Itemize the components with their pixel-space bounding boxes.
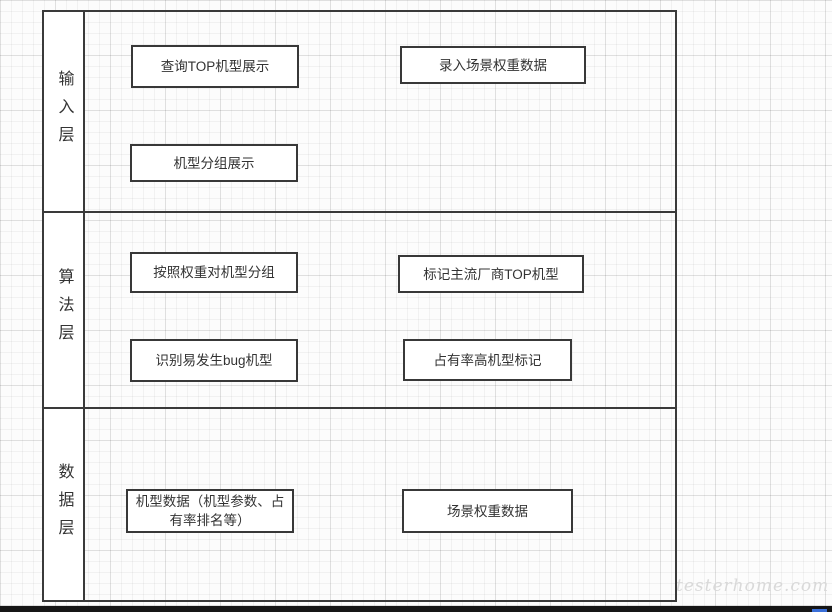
node-mark-high-share-models: 占有率高机型标记 [403,339,572,381]
lane-algorithm-header: 算法层 [44,213,85,407]
node-query-top-models: 查询TOP机型展示 [131,45,299,88]
lane-algorithm-body: 按照权重对机型分组 标记主流厂商TOP机型 识别易发生bug机型 占有率高机型标… [85,213,675,407]
lane-data-layer: 数据层 机型数据（机型参数、占有率排名等） 场景权重数据 [44,407,675,600]
node-enter-scene-weight-data: 录入场景权重数据 [400,46,586,84]
node-model-grouping-display: 机型分组展示 [130,144,298,182]
lane-algorithm-layer: 算法层 按照权重对机型分组 标记主流厂商TOP机型 识别易发生bug机型 占有率… [44,211,675,407]
lane-input-layer: 输入层 查询TOP机型展示 录入场景权重数据 机型分组展示 [44,12,675,211]
node-group-models-by-weight: 按照权重对机型分组 [130,252,298,293]
lane-data-header: 数据层 [44,409,85,600]
lane-input-body: 查询TOP机型展示 录入场景权重数据 机型分组展示 [85,12,675,211]
lane-input-title: 输入层 [55,69,73,154]
node-mark-mainstream-vendor-top-models: 标记主流厂商TOP机型 [398,255,584,293]
node-identify-bug-prone-models: 识别易发生bug机型 [130,339,298,382]
lane-data-body: 机型数据（机型参数、占有率排名等） 场景权重数据 [85,409,675,600]
lane-data-title: 数据层 [55,462,73,547]
bottom-bar [0,606,832,612]
lane-algorithm-title: 算法层 [55,268,73,352]
node-model-data: 机型数据（机型参数、占有率排名等） [126,489,294,533]
swimlane-pool: 输入层 查询TOP机型展示 录入场景权重数据 机型分组展示 算法层 按照权重对机… [42,10,677,602]
node-scene-weight-data: 场景权重数据 [402,489,573,533]
scroll-indicator [812,609,827,612]
watermark: testerhome.com [676,576,830,596]
lane-input-header: 输入层 [44,12,85,211]
